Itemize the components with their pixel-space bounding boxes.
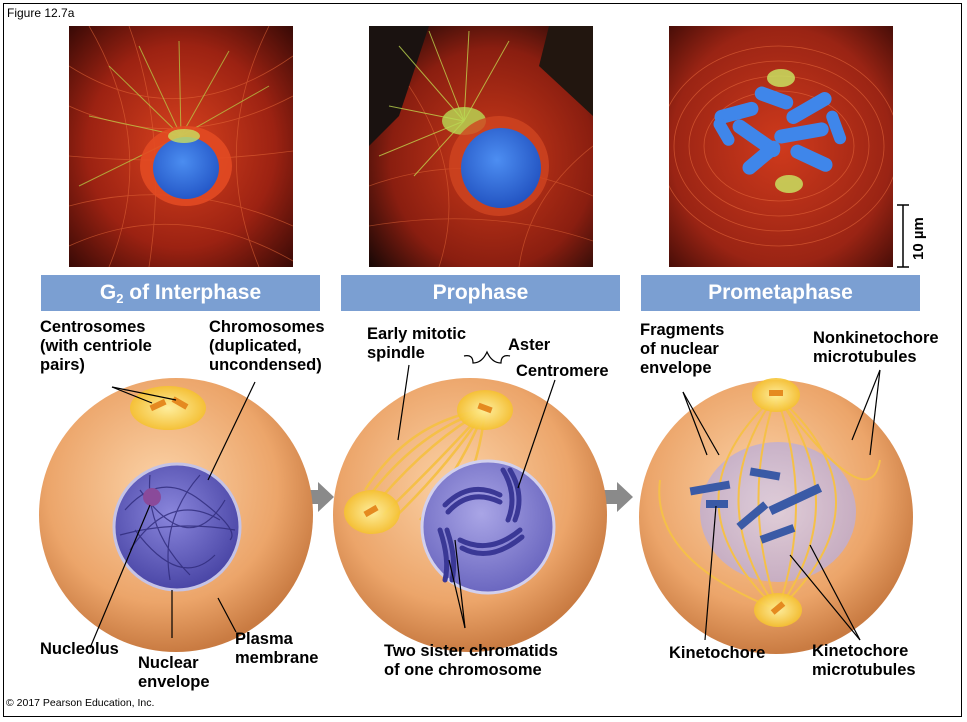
label-nonkinetochore: Nonkinetochore microtubules [813,329,939,367]
label-aster: Aster [508,336,550,355]
label-chromosomes: Chromosomes (duplicated, uncondensed) [209,318,325,375]
label-kinetochore-microtubules: Kinetochore microtubules [812,642,916,680]
cell-prophase [333,378,607,652]
label-centromere: Centromere [516,362,609,381]
label-nucleolus: Nucleolus [40,640,119,659]
label-early-spindle: Early mitotic spindle [367,325,466,363]
label-sister-chromatids: Two sister chromatids of one chromosome [384,642,558,680]
label-nuclear-envelope: Nuclear envelope [138,654,210,692]
label-kinetochore: Kinetochore [669,644,765,663]
copyright: © 2017 Pearson Education, Inc. [6,697,154,709]
label-plasma-membrane: Plasma membrane [235,630,318,668]
cell-g2 [39,378,313,652]
cell-prometaphase [639,378,913,654]
label-centrosomes: Centrosomes (with centriole pairs) [40,318,152,375]
label-fragments: Fragments of nuclear envelope [640,321,724,378]
